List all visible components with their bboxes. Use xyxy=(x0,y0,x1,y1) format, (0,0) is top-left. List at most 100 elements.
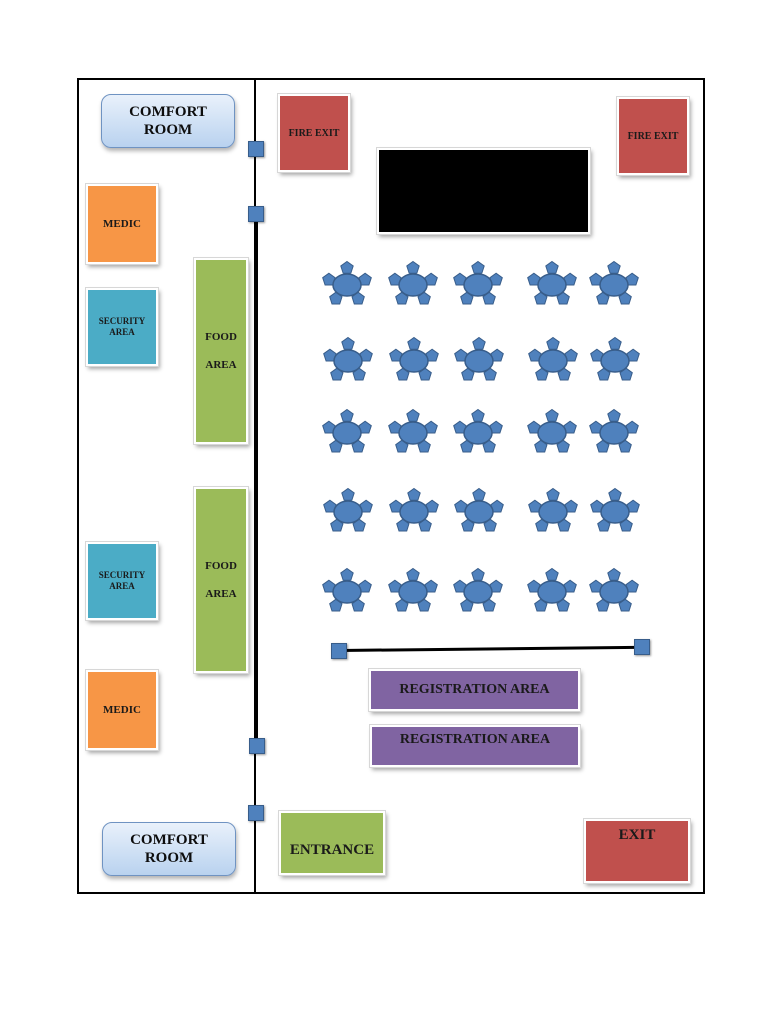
chair xyxy=(472,336,486,350)
round-table xyxy=(399,500,429,524)
round-table xyxy=(463,580,493,604)
table-group-r1-c5 xyxy=(589,260,639,305)
chair xyxy=(546,336,560,350)
round-table xyxy=(463,421,493,445)
table-group-r3-c1 xyxy=(322,408,372,453)
table-group-r2-c5 xyxy=(590,336,640,381)
round-table xyxy=(333,349,363,373)
table-group-r4-c3 xyxy=(454,487,504,532)
food-area-top-label-2: AREA xyxy=(205,359,237,371)
chair xyxy=(406,260,420,274)
entrance-label: ENTRANCE xyxy=(289,842,375,858)
fire-exit-right-label: FIRE EXIT xyxy=(627,130,679,142)
table-group-r3-c4 xyxy=(527,408,577,453)
venue-outline xyxy=(77,78,705,894)
table-group-r1-c2 xyxy=(388,260,438,305)
comfort-room-bottom-label: COMFORT ROOM xyxy=(130,832,208,866)
round-table xyxy=(599,580,629,604)
food-area-bottom: FOOD AREA xyxy=(194,487,248,673)
medic-bottom-label: MEDIC xyxy=(103,704,141,716)
exit: EXIT xyxy=(584,819,690,883)
barrier-node-right xyxy=(634,639,650,655)
table-group-r3-c5 xyxy=(589,408,639,453)
round-table xyxy=(600,349,630,373)
chair xyxy=(472,487,486,501)
security-area-bottom-label: SECURITY AREA xyxy=(98,570,146,591)
barrier-node-left xyxy=(331,643,347,659)
comfort-room-top-label: COMFORT ROOM xyxy=(129,104,207,138)
registration-area-2: REGISTRATION AREA xyxy=(370,725,580,767)
chair xyxy=(607,567,621,581)
chair xyxy=(406,567,420,581)
wall-node-4 xyxy=(248,805,264,821)
round-table xyxy=(332,580,362,604)
round-table xyxy=(399,349,429,373)
registration-area-1-label: REGISTRATION AREA xyxy=(399,682,550,697)
round-table xyxy=(332,273,362,297)
table-group-r4-c4 xyxy=(528,487,578,532)
food-area-top: FOOD AREA xyxy=(194,258,248,444)
security-area-bottom: SECURITY AREA xyxy=(86,542,158,620)
chair xyxy=(407,336,421,350)
round-table xyxy=(464,500,494,524)
chair xyxy=(407,487,421,501)
chair xyxy=(545,260,559,274)
table-group-r4-c5 xyxy=(590,487,640,532)
chair xyxy=(546,487,560,501)
registration-area-2-label: REGISTRATION AREA xyxy=(399,732,551,747)
table-group-r5-c4 xyxy=(527,567,577,612)
round-table xyxy=(398,273,428,297)
table-group-r2-c3 xyxy=(454,336,504,381)
entrance: ENTRANCE xyxy=(279,811,385,875)
wall-node-1 xyxy=(248,141,264,157)
medic-top: MEDIC xyxy=(86,184,158,264)
table-group-r4-c1 xyxy=(323,487,373,532)
table-group-r5-c1 xyxy=(322,567,372,612)
round-table xyxy=(333,500,363,524)
table-group-r4-c2 xyxy=(389,487,439,532)
chair xyxy=(340,567,354,581)
round-table xyxy=(537,273,567,297)
table-group-r2-c2 xyxy=(389,336,439,381)
table-group-r3-c2 xyxy=(388,408,438,453)
table-group-r1-c3 xyxy=(453,260,503,305)
comfort-room-top: COMFORT ROOM xyxy=(101,94,235,148)
table-group-r5-c2 xyxy=(388,567,438,612)
round-table xyxy=(538,349,568,373)
food-area-bottom-label-2: AREA xyxy=(205,588,237,600)
fire-exit-right: FIRE EXIT xyxy=(617,97,689,175)
inner-wall xyxy=(255,214,258,746)
chair xyxy=(471,567,485,581)
table-group-r1-c4 xyxy=(527,260,577,305)
wall-node-2 xyxy=(248,206,264,222)
table-group-r2-c1 xyxy=(323,336,373,381)
medic-top-label: MEDIC xyxy=(103,218,141,230)
table-group-r2-c4 xyxy=(528,336,578,381)
chair xyxy=(340,260,354,274)
round-table xyxy=(600,500,630,524)
round-table xyxy=(332,421,362,445)
fire-exit-left: FIRE EXIT xyxy=(278,94,350,172)
round-table xyxy=(538,500,568,524)
chair xyxy=(607,408,621,422)
table-group-r5-c5 xyxy=(589,567,639,612)
round-table xyxy=(398,421,428,445)
round-table xyxy=(464,349,494,373)
round-table xyxy=(537,421,567,445)
food-area-top-label-1: FOOD xyxy=(205,331,237,343)
round-table xyxy=(599,421,629,445)
chair xyxy=(471,260,485,274)
chair xyxy=(340,408,354,422)
chair xyxy=(341,336,355,350)
chair xyxy=(471,408,485,422)
chair xyxy=(607,260,621,274)
chair xyxy=(341,487,355,501)
chair xyxy=(608,487,622,501)
round-table xyxy=(398,580,428,604)
table-group-r1-c1 xyxy=(322,260,372,305)
registration-area-1: REGISTRATION AREA xyxy=(369,669,580,711)
comfort-room-bottom: COMFORT ROOM xyxy=(102,822,236,876)
table-group-r3-c3 xyxy=(453,408,503,453)
round-table xyxy=(537,580,567,604)
